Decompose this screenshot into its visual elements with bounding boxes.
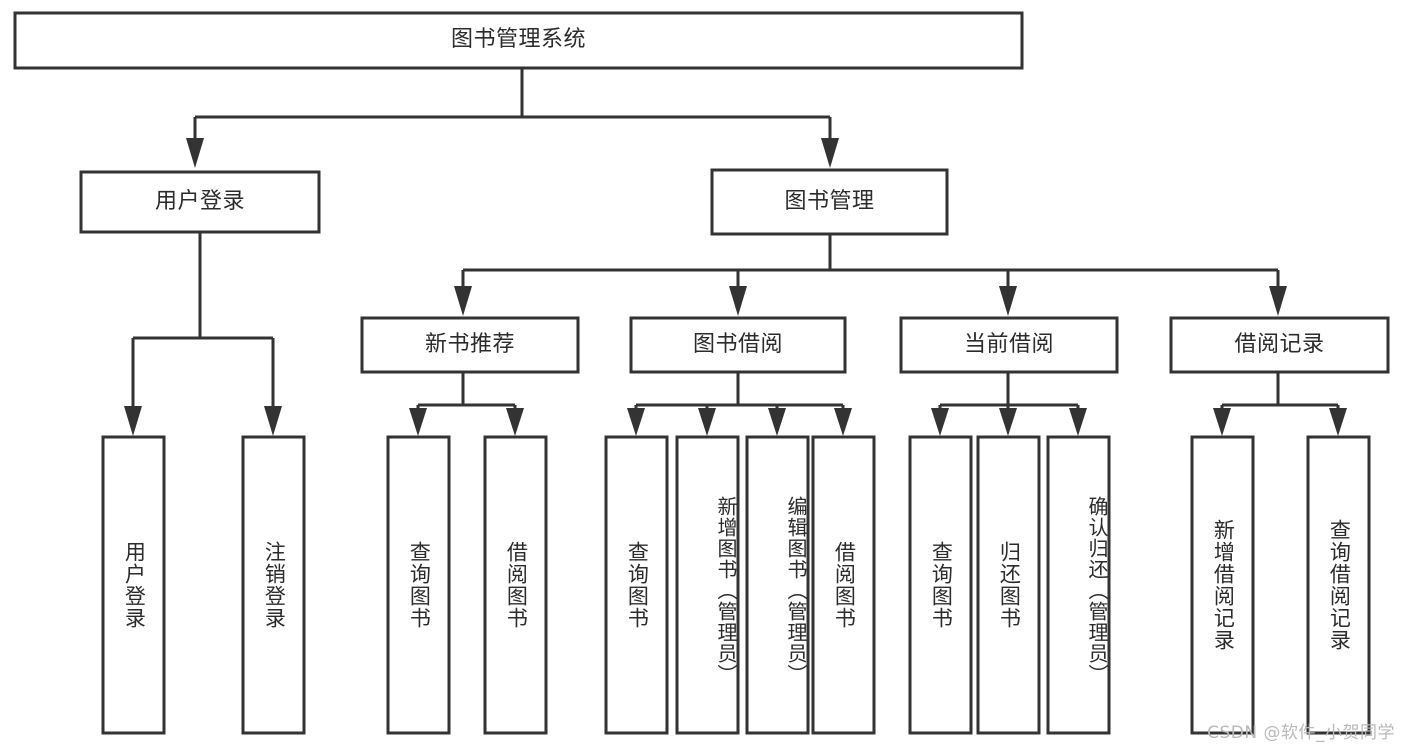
node-leaf-logout-box[interactable] bbox=[241, 435, 306, 735]
arrow-head-book-mgmt bbox=[821, 138, 839, 168]
arrow-head-new-book-leaf-2 bbox=[506, 408, 524, 436]
arrow-head-new-book-leaf-1 bbox=[409, 408, 427, 436]
node-leaf-user-login-box[interactable] bbox=[101, 435, 166, 735]
arrow-head-borrow-record bbox=[1269, 286, 1287, 316]
arrow-head-book-borrow-leaf-2 bbox=[698, 408, 716, 436]
node-leaf-record-add-box[interactable] bbox=[1190, 435, 1255, 735]
arrow-head-book-borrow-leaf-1 bbox=[627, 408, 645, 436]
arrow-head-current-borrow bbox=[999, 286, 1017, 316]
node-book-management-box[interactable] bbox=[710, 168, 949, 236]
node-new-book-box[interactable] bbox=[360, 316, 580, 374]
arrow-head-borrow-record-leaf-2 bbox=[1329, 408, 1347, 436]
node-leaf-newbook-borrow-box[interactable] bbox=[483, 435, 548, 735]
node-leaf-current-confirm-box[interactable] bbox=[1046, 435, 1111, 735]
node-leaf-borrow-query-box[interactable] bbox=[604, 435, 669, 735]
arrow-head-book-borrow bbox=[729, 286, 747, 316]
node-leaf-newbook-query-box[interactable] bbox=[386, 435, 451, 735]
arrow-head-user-login bbox=[186, 138, 204, 168]
node-current-borrow-box[interactable] bbox=[899, 316, 1119, 374]
node-leaf-borrow-lend-box[interactable] bbox=[811, 435, 876, 735]
node-borrow-record-box[interactable] bbox=[1169, 316, 1390, 374]
node-leaf-current-query-box[interactable] bbox=[908, 435, 973, 735]
arrow-head-current-borrow-leaf-2 bbox=[999, 408, 1017, 436]
node-leaf-borrow-add-box[interactable] bbox=[675, 435, 740, 735]
node-user-login-box[interactable] bbox=[79, 170, 321, 234]
node-book-borrow-box[interactable] bbox=[629, 316, 847, 374]
arrow-head-new-book bbox=[454, 286, 472, 316]
node-leaf-borrow-edit-box[interactable] bbox=[745, 435, 810, 735]
arrow-head-book-borrow-leaf-3 bbox=[768, 408, 786, 436]
arrow-head-leaf-logout bbox=[264, 406, 282, 436]
node-leaf-record-query-box[interactable] bbox=[1306, 435, 1371, 735]
arrow-head-current-borrow-leaf-3 bbox=[1069, 408, 1087, 436]
node-leaf-current-return-box[interactable] bbox=[976, 435, 1041, 735]
arrow-head-book-borrow-leaf-4 bbox=[834, 408, 852, 436]
arrow-head-leaf-user-login bbox=[124, 406, 142, 436]
arrow-head-borrow-record-leaf-1 bbox=[1213, 408, 1231, 436]
arrow-head-current-borrow-leaf-1 bbox=[931, 408, 949, 436]
node-root-box[interactable] bbox=[13, 11, 1024, 70]
